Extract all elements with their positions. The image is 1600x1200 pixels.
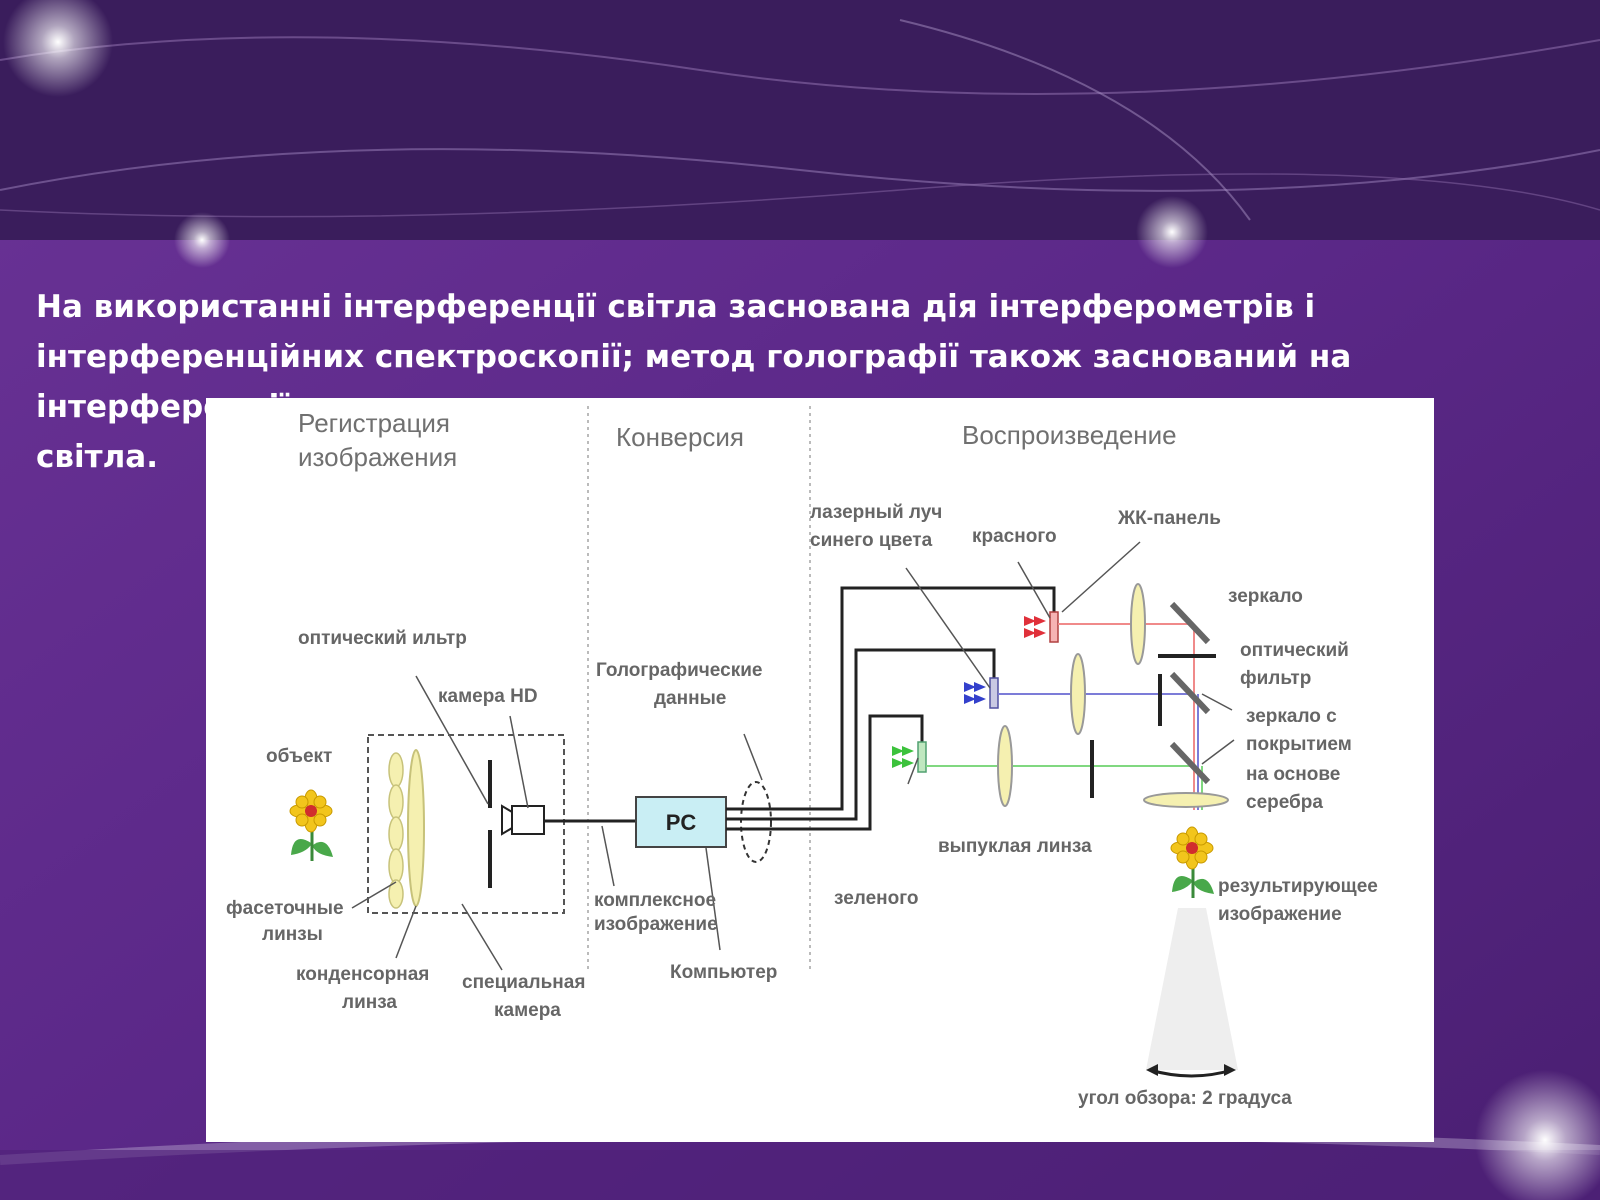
leader-lines: [351, 541, 1235, 971]
view-angle-arrow-left: [1146, 1064, 1158, 1076]
label-convex-lens: выпуклая линза: [938, 836, 1092, 857]
label-silver-mirror-3: на основе: [1246, 764, 1340, 785]
laser-blue: [989, 677, 999, 709]
view-angle-arc: [1149, 1068, 1233, 1078]
label-holo-data-1: Голографические: [596, 660, 762, 681]
label-silver-mirror-1: зеркало с: [1246, 706, 1337, 727]
camera-hd-icon: [501, 804, 545, 836]
facet-lenses: [388, 752, 404, 909]
label-opt-filter-2: фильтр: [1240, 668, 1311, 689]
label-condenser-1: конденсорная: [296, 964, 429, 985]
output-lens: [1143, 792, 1229, 808]
arrows-red: [1024, 616, 1046, 638]
lens-green: [997, 725, 1013, 807]
label-condenser-2: линза: [342, 992, 397, 1013]
label-computer: Компьютер: [670, 962, 777, 983]
label-opt-filter-1: оптический: [1240, 640, 1349, 661]
object-flower-icon: [289, 789, 333, 861]
heading-playback: Воспроизведение: [962, 420, 1177, 450]
label-result-1: результирующее: [1218, 876, 1378, 897]
laser-green: [917, 741, 927, 773]
lens-blue: [1070, 653, 1086, 735]
label-red: красного: [972, 526, 1057, 547]
label-optical-filter: оптический ильтр: [298, 628, 467, 649]
label-lcd-panel: ЖК-панель: [1117, 508, 1221, 529]
lens-red: [1130, 583, 1146, 665]
special-camera-box: [367, 734, 565, 914]
hologram-diagram: Регистрация изображения Конверсия Воспро…: [206, 398, 1434, 1142]
cables-pc-lasers: [726, 586, 1056, 831]
label-camera-hd: камера HD: [438, 686, 538, 707]
label-laser-blue-2: синего цвета: [810, 530, 933, 551]
label-complex-image-1: комплексное: [594, 890, 716, 911]
label-silver-mirror-2: покрытием: [1246, 734, 1352, 755]
label-view-angle: угол обзора: 2 градуса: [1078, 1088, 1292, 1109]
label-silver-mirror-4: серебра: [1246, 792, 1323, 813]
heading-registration-1: Регистрация: [298, 408, 450, 438]
heading-conversion: Конверсия: [616, 422, 744, 452]
condenser-lens: [407, 749, 425, 907]
label-facet-lenses-1: фасеточные: [226, 898, 344, 919]
pc-box: [635, 796, 727, 848]
result-flower-icon: [1170, 826, 1214, 898]
pc-label: PC: [666, 810, 697, 835]
text-line-2: інтерференційних спектроскопії; метод го…: [36, 339, 1352, 425]
label-green: зеленого: [834, 888, 919, 909]
holographic-data-ellipse: [740, 781, 772, 863]
arrows-blue: [964, 682, 986, 704]
label-result-2: изображение: [1218, 904, 1342, 925]
label-facet-lenses-2: линзы: [262, 924, 323, 945]
label-laser-blue-1: лазерный луч: [810, 502, 942, 523]
text-line-1: На використанні інтерференції світла зас…: [36, 289, 1316, 325]
label-complex-image-2: изображение: [594, 914, 718, 935]
label-special-camera-1: специальная: [462, 972, 585, 993]
label-mirror: зеркало: [1228, 586, 1303, 607]
arrows-green: [892, 746, 914, 768]
laser-red: [1049, 611, 1059, 643]
text-line-3: світла.: [36, 439, 158, 475]
label-special-camera-2: камера: [494, 1000, 561, 1021]
heading-registration-2: изображения: [298, 442, 457, 472]
label-object: объект: [266, 746, 332, 767]
view-angle-arrow-right: [1224, 1064, 1236, 1076]
viewing-cone: [1146, 908, 1238, 1070]
label-holo-data-2: данные: [654, 688, 726, 709]
slide-text: На використанні інтерференції світла зас…: [36, 282, 1536, 482]
mirrors: [1169, 601, 1211, 785]
